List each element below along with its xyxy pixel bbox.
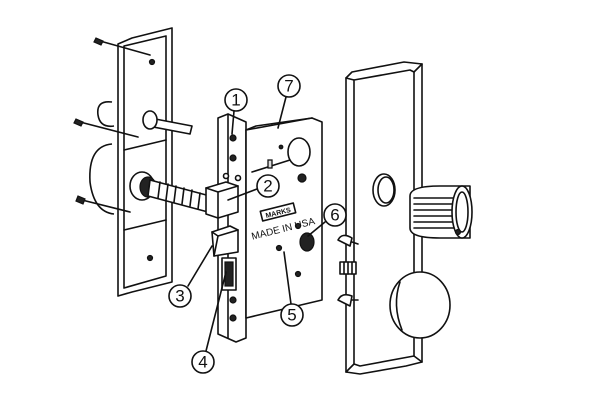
svg-text:4: 4	[198, 353, 207, 372]
svg-text:3: 3	[175, 287, 184, 306]
svg-text:7: 7	[284, 77, 293, 96]
mounting-screws	[73, 37, 151, 213]
callout-4: 4	[191, 350, 215, 374]
svg-text:6: 6	[330, 206, 339, 225]
mortise-cylinder	[409, 185, 473, 239]
callout-6: 6	[323, 203, 347, 227]
svg-text:2: 2	[263, 177, 272, 196]
callout-7: 7	[277, 74, 301, 98]
callout-3: 3	[168, 284, 192, 308]
svg-text:5: 5	[287, 306, 296, 325]
leader-lines	[187, 96, 326, 352]
left-escutcheon-plate	[89, 27, 173, 297]
spindle-assembly	[129, 110, 211, 213]
callout-1: 1	[224, 88, 248, 112]
svg-text:1: 1	[231, 91, 240, 110]
door-knob	[389, 271, 451, 339]
lock-case: MARKS MADE IN USA	[245, 117, 323, 319]
cylinder-hub	[299, 232, 315, 252]
bolts	[205, 181, 239, 291]
callout-2: 2	[256, 174, 280, 198]
callout-5: 5	[280, 303, 304, 327]
